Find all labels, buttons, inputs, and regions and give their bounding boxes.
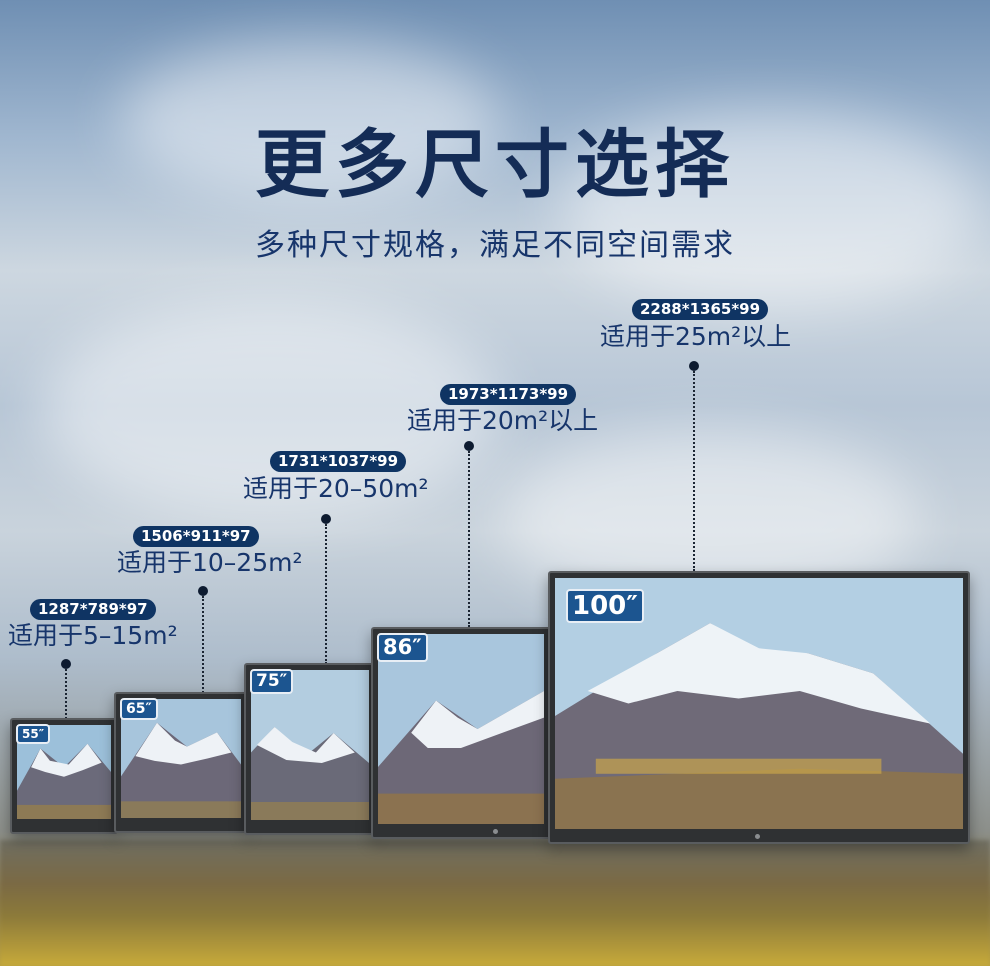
cloud bbox=[560, 110, 980, 310]
pointer-line-75 bbox=[325, 524, 327, 664]
area-label-55: 适用于5–15m² bbox=[8, 621, 178, 650]
pointer-dot-86 bbox=[464, 441, 474, 451]
inch-mark: ″ bbox=[412, 635, 422, 659]
pointer-dot-65 bbox=[198, 586, 208, 596]
tv-55: 55″ bbox=[10, 718, 118, 834]
logo-icon bbox=[755, 834, 760, 839]
dimension-badge-75: 1731*1037*99 bbox=[270, 451, 407, 472]
dimension-badge-100: 2288*1365*99 bbox=[632, 299, 769, 320]
size-number: 86 bbox=[383, 635, 413, 659]
tv-screen bbox=[555, 578, 963, 829]
pointer-dot-75 bbox=[321, 514, 331, 524]
area-label-100: 适用于25m²以上 bbox=[600, 322, 792, 351]
mountain-image bbox=[555, 578, 963, 829]
area-label-65: 适用于10–25m² bbox=[117, 548, 303, 577]
size-badge-65: 65″ bbox=[120, 698, 158, 720]
size-number: 100 bbox=[572, 591, 627, 621]
size-number: 75 bbox=[256, 671, 280, 691]
tv-75: 75″ bbox=[244, 663, 376, 835]
size-badge-100: 100″ bbox=[566, 589, 644, 623]
mountain-image bbox=[121, 699, 241, 818]
inch-mark: ″ bbox=[626, 591, 638, 621]
cloud bbox=[120, 40, 500, 200]
ground-background bbox=[0, 840, 990, 966]
logo-icon bbox=[493, 829, 498, 834]
page-title: 更多尺寸选择 bbox=[255, 122, 735, 208]
tv-screen bbox=[17, 725, 111, 819]
size-badge-86: 86″ bbox=[377, 633, 428, 662]
mountain-image bbox=[378, 634, 544, 824]
inch-mark: ″ bbox=[279, 671, 288, 691]
pointer-dot-55 bbox=[61, 659, 71, 669]
tv-86: 86″ bbox=[371, 627, 551, 839]
pointer-dot-100 bbox=[689, 361, 699, 371]
dimension-badge-65: 1506*911*97 bbox=[133, 526, 259, 547]
mountain-image bbox=[17, 725, 111, 819]
area-label-86: 适用于20m²以上 bbox=[407, 406, 599, 435]
page-subtitle: 多种尺寸规格，满足不同空间需求 bbox=[255, 228, 735, 263]
tv-screen bbox=[251, 670, 369, 820]
area-label-75: 适用于20–50m² bbox=[243, 474, 429, 503]
cloud bbox=[40, 300, 500, 520]
size-number: 65 bbox=[126, 701, 146, 717]
pointer-line-55 bbox=[65, 669, 67, 719]
tv-65: 65″ bbox=[114, 692, 248, 833]
pointer-line-86 bbox=[468, 451, 470, 627]
size-badge-75: 75″ bbox=[250, 669, 294, 694]
dimension-badge-86: 1973*1173*99 bbox=[440, 384, 577, 405]
inch-mark: ″ bbox=[38, 727, 45, 741]
mountain-image bbox=[251, 670, 369, 820]
inch-mark: ″ bbox=[145, 701, 152, 717]
dimension-badge-55: 1287*789*97 bbox=[30, 599, 156, 620]
tv-screen bbox=[121, 699, 241, 818]
pointer-line-100 bbox=[693, 371, 695, 571]
tv-screen bbox=[378, 634, 544, 824]
size-number: 55 bbox=[22, 727, 39, 741]
size-badge-55: 55″ bbox=[16, 724, 51, 744]
pointer-line-65 bbox=[202, 596, 204, 693]
tv-100: 100″ bbox=[548, 571, 970, 844]
